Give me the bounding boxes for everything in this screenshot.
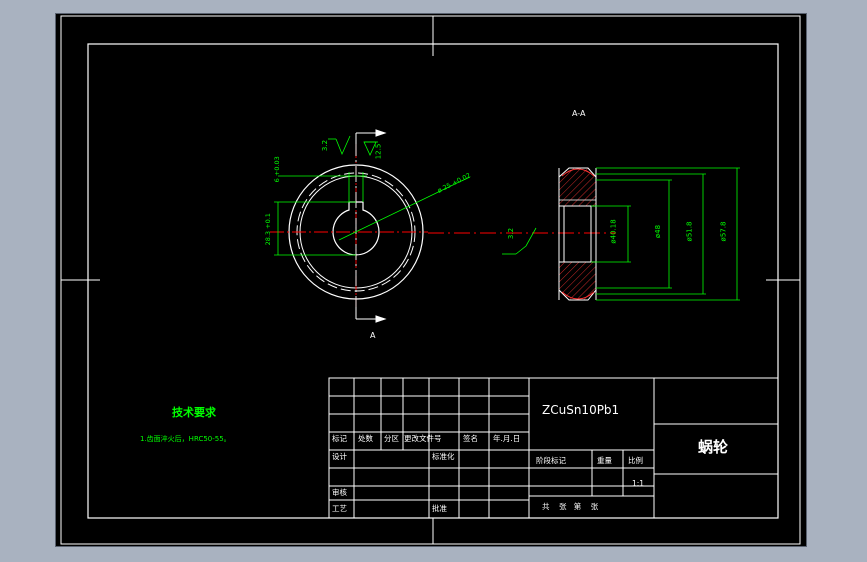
header-count: 处数 xyxy=(358,434,373,443)
keyway-depth-dim xyxy=(274,201,356,256)
diameter-extension-lines xyxy=(591,167,740,301)
front-view xyxy=(270,129,471,323)
weight-label: 重量 xyxy=(597,456,612,465)
scale-value: 1:1 xyxy=(632,479,645,488)
section-outline xyxy=(558,168,597,300)
section-roughness-symbol xyxy=(502,227,537,255)
header-signature: 签名 xyxy=(463,434,478,443)
diameter-label-1: ø40.18 xyxy=(609,219,618,244)
diameter-label-3: ø51.8 xyxy=(685,221,694,242)
view-arrow-label: A xyxy=(370,331,376,340)
section-view xyxy=(428,167,740,301)
section-label: A-A xyxy=(572,109,586,118)
material-text: ZCuSn10Pb1 xyxy=(542,403,620,417)
paper-border xyxy=(60,15,801,545)
standardization-label: 标准化 xyxy=(432,452,455,461)
roughness-symbol-left xyxy=(328,135,351,156)
scale-label: 比例 xyxy=(628,456,643,465)
tech-requirements-item: 1.齿面淬火后，HRC50-55。 xyxy=(140,435,231,443)
review-label: 审核 xyxy=(332,488,347,497)
sheet-label: 共 张 第 张 xyxy=(542,502,599,511)
header-date: 年.月.日 xyxy=(493,434,521,443)
process-label: 工艺 xyxy=(332,504,347,513)
header-change-doc: 更改文件号 xyxy=(404,434,442,443)
section-arrow-bottom xyxy=(355,307,387,323)
stage-label: 阶段标记 xyxy=(536,456,566,465)
section-arrow-top xyxy=(355,129,387,144)
design-label: 设计 xyxy=(332,452,347,461)
part-name-text: 蜗轮 xyxy=(698,438,729,456)
drawing-sheet xyxy=(60,15,801,545)
centering-marks xyxy=(61,16,800,544)
section-roughness-label: 3.2 xyxy=(507,227,516,240)
title-block xyxy=(328,377,779,519)
roughness-left-label: 3.2 xyxy=(321,139,330,152)
roughness-symbol-right xyxy=(363,141,378,156)
drawing-frame xyxy=(87,43,779,519)
diameter-label-2: ø48 xyxy=(654,224,663,239)
diameter-dim-lines xyxy=(627,168,738,300)
header-zone: 分区 xyxy=(384,434,399,443)
approval-label: 批准 xyxy=(432,504,447,513)
roughness-right-label: 12.5 xyxy=(374,143,383,160)
diameter-label-4: ø57.8 xyxy=(719,221,728,242)
keyway-width-dim xyxy=(278,172,367,202)
section-bore xyxy=(563,205,592,263)
keyway-depth-label: 28.3 +0.1 xyxy=(263,213,272,246)
bore-with-keyway xyxy=(332,201,380,256)
hole-diameter-leader xyxy=(338,176,471,241)
tooth-arc-bottom xyxy=(561,291,595,300)
tooth-arc-top xyxy=(561,168,595,177)
keyway-width-label: 6 +0.03 xyxy=(272,156,281,183)
header-mark: 标记 xyxy=(332,434,347,443)
tech-requirements-title: 技术要求 xyxy=(172,406,216,419)
drawing-canvas[interactable]: A-A A 3.2 12.5 6 +0.03 28.3 +0.1 ø 25 +0… xyxy=(55,13,807,547)
